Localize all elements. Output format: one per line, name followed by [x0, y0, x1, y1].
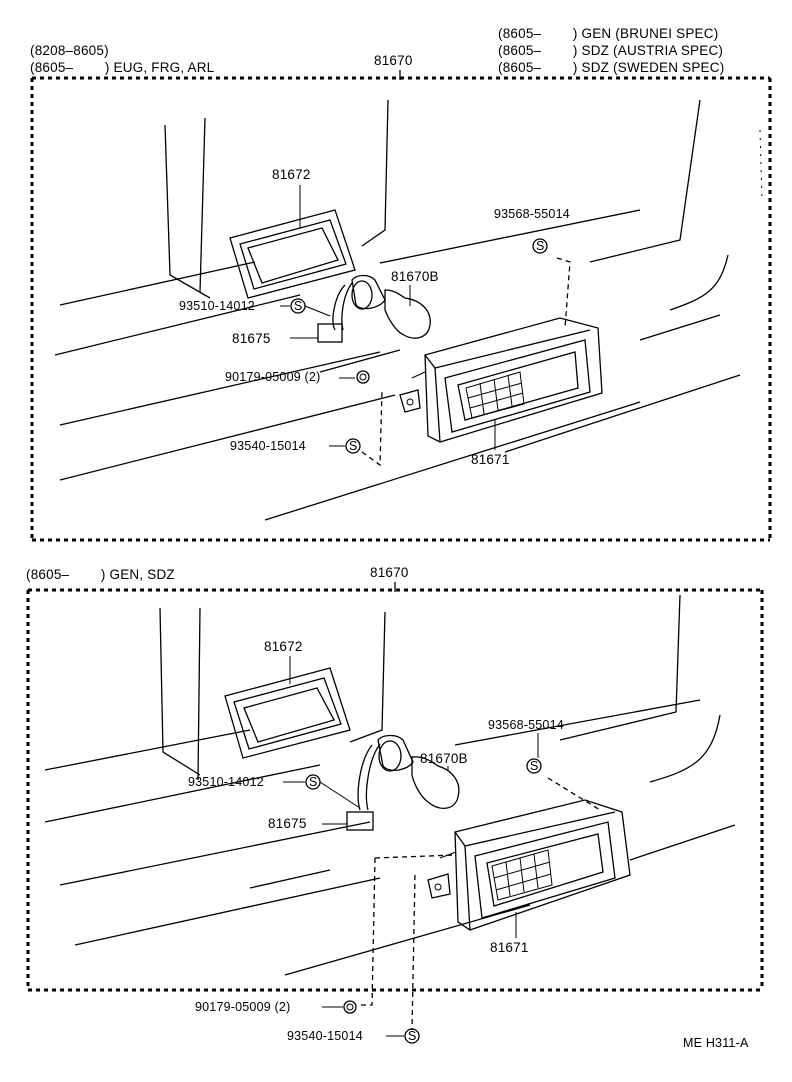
s-mark-top-clip: S — [294, 299, 303, 313]
top-part-nut: 90179-05009 (2) — [225, 370, 321, 384]
bottom-part-screw2: 93540-15014 — [287, 1029, 363, 1043]
bottom-part-gasket: 81672 — [264, 639, 303, 654]
top-part-gasket: 81672 — [272, 167, 311, 182]
bottom-assembly-number: 81670 — [370, 565, 409, 580]
top-assembly-number: 81670 — [374, 53, 413, 68]
s-mark-bottom-screw2: S — [408, 1029, 417, 1043]
top-diagram-art — [30, 70, 772, 542]
top-header-left-2: (8605– ) EUG, FRG, ARL — [30, 60, 215, 75]
top-header-right-3: (8605– ) SDZ (SWEDEN SPEC) — [498, 60, 725, 75]
s-mark-bottom-clip: S — [309, 775, 318, 789]
bottom-part-clip: 93510-14012 — [188, 775, 264, 789]
bottom-part-socket: 81675 — [268, 816, 307, 831]
bottom-part-screw: 93568-55014 — [488, 718, 564, 732]
s-mark-top-screw: S — [536, 239, 545, 253]
s-mark-top-screw2: S — [349, 439, 358, 453]
top-part-clip: 93510-14012 — [179, 299, 255, 313]
top-part-socket: 81675 — [232, 331, 271, 346]
top-header-right-1: (8605– ) GEN (BRUNEI SPEC) — [498, 26, 719, 41]
s-mark-bottom-screw: S — [530, 759, 539, 773]
bottom-diagram-art — [26, 582, 764, 1044]
bottom-part-lens: 81671 — [490, 940, 529, 955]
diagram-code: ME H311-A — [683, 1036, 749, 1050]
bottom-part-bulb: 81670B — [420, 751, 468, 766]
bottom-part-nut: 90179-05009 (2) — [195, 1000, 291, 1014]
top-part-lens: 81671 — [471, 452, 510, 467]
top-part-screw: 93568-55014 — [494, 207, 570, 221]
top-part-bulb: 81670B — [391, 269, 439, 284]
top-part-screw2: 93540-15014 — [230, 439, 306, 453]
bottom-header-left: (8605– ) GEN, SDZ — [26, 567, 175, 582]
top-header-right-2: (8605– ) SDZ (AUSTRIA SPEC) — [498, 43, 724, 58]
top-header-left-1: (8208–8605) — [30, 43, 109, 58]
